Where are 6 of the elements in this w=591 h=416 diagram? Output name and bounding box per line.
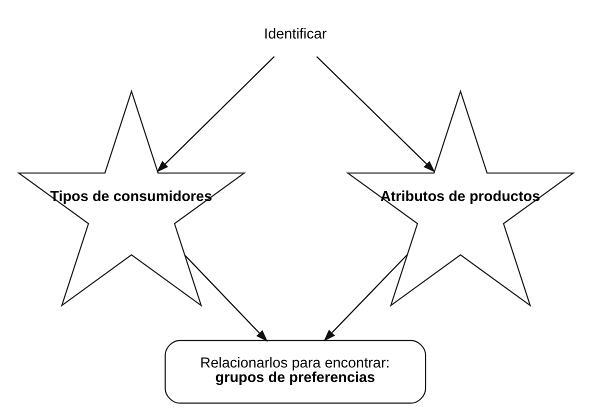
node-box: Relacionarlos para encontrar: grupos de preferencias: [164, 340, 426, 404]
arrow: [323, 254, 408, 342]
arrow: [184, 255, 268, 342]
arrow: [316, 56, 435, 172]
node-text: Identificar: [264, 26, 326, 42]
arrow: [156, 56, 274, 172]
